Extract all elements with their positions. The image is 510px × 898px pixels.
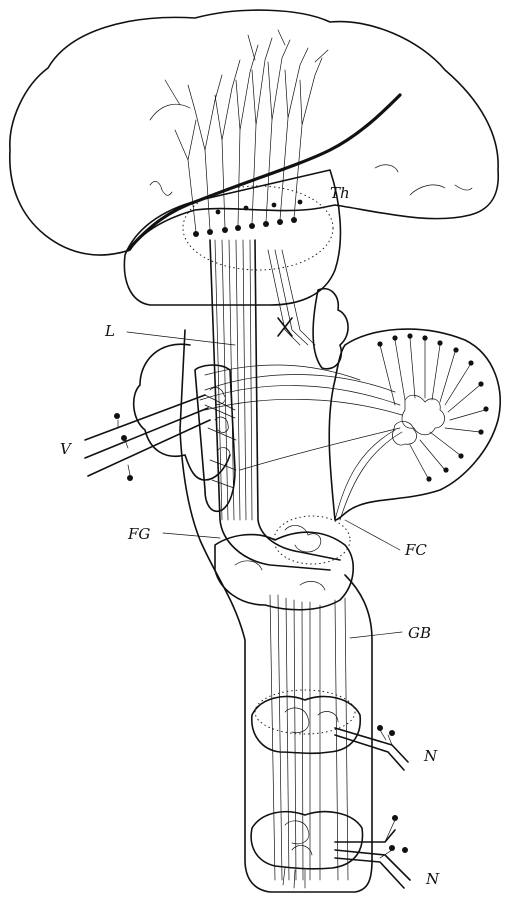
peduncle-lobe: [312, 288, 349, 370]
trigeminal-nerve: [84, 394, 211, 481]
label-v: V: [60, 440, 73, 458]
label-gb: GB: [408, 624, 431, 642]
cerebrum: [9, 9, 499, 256]
pons-lobe: [132, 343, 237, 512]
label-fc: FC: [404, 541, 427, 559]
spinal-cord: [179, 329, 373, 893]
label-fg: FG: [127, 525, 150, 543]
label-th: Th: [330, 184, 350, 202]
leader-lines: [126, 331, 403, 639]
label-l: L: [104, 322, 115, 340]
spinal-segment-lower: [250, 810, 411, 889]
cerebellum: [199, 328, 501, 521]
label-n-lower: N: [425, 870, 440, 888]
thalamus-region: [123, 169, 342, 306]
label-n-upper: N: [423, 747, 438, 765]
spinal-segment-upper: [251, 689, 409, 771]
cortical-neurons: [164, 29, 329, 237]
fiber-bundle: [209, 239, 341, 571]
dorsal-column-nuclei: [214, 515, 355, 611]
